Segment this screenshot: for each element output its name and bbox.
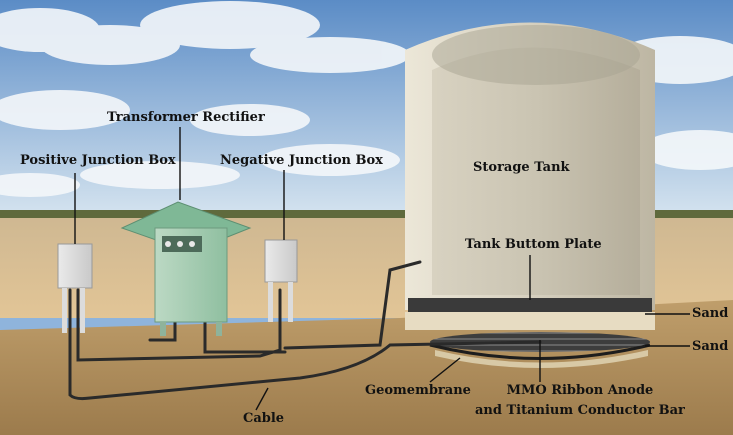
label-mmo-ribbon-anode: MMO Ribbon Anode and Titanium Conductor … <box>475 383 685 418</box>
tank-roof-inner <box>432 25 640 85</box>
label-positive-junction-box: Positive Junction Box <box>20 153 176 168</box>
leader-lines <box>74 127 690 411</box>
label-cable: Cable <box>243 411 285 426</box>
tank-inner <box>432 47 640 295</box>
tree-line <box>0 210 733 220</box>
label-transformer-rectifier: Transformer Rectifier <box>107 110 265 125</box>
transformer-rectifier-shape <box>120 201 252 336</box>
label-anode-line2: and Titanium Conductor Bar <box>475 403 685 418</box>
tank-bottom-plate <box>408 298 652 312</box>
cables <box>68 260 542 401</box>
sand-upper-layer <box>405 312 655 330</box>
label-anode-line1: MMO Ribbon Anode <box>506 383 654 398</box>
label-negative-junction-box: Negative Junction Box <box>220 153 383 168</box>
positive-junction-box-shape <box>57 243 93 333</box>
label-tank-bottom-plate: Tank Buttom Plate <box>465 237 602 252</box>
label-sand-lower: Sand <box>692 339 729 354</box>
sand-lower-layer <box>435 350 648 368</box>
label-storage-tank: Storage Tank <box>473 160 570 175</box>
label-geomembrane: Geomembrane <box>365 383 471 398</box>
label-sand-upper: Sand <box>692 306 729 321</box>
negative-junction-box-shape <box>264 239 298 322</box>
